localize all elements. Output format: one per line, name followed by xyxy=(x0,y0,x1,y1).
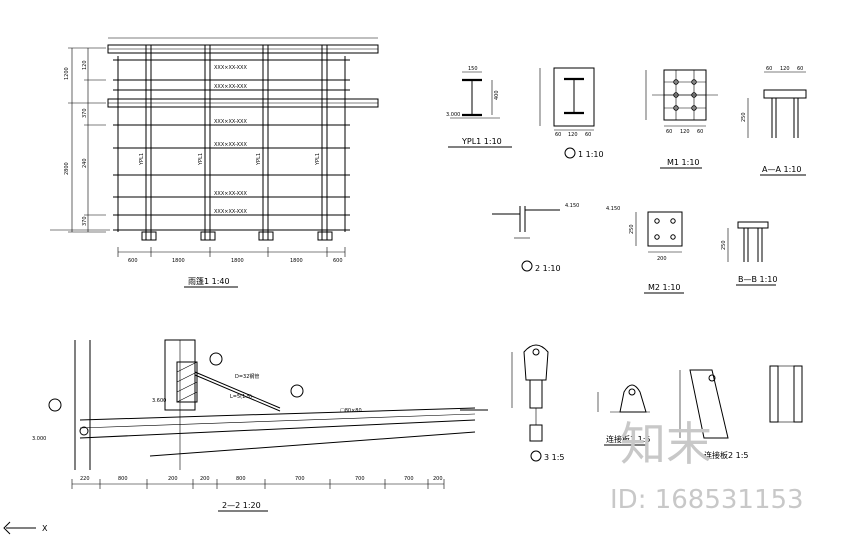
beam-label-2: YPL1 xyxy=(198,153,204,166)
d1-dim-3: 60 xyxy=(585,132,591,138)
detail-3 xyxy=(511,344,549,462)
detail-2 xyxy=(492,206,560,272)
conn-plate-2 xyxy=(679,365,803,439)
aa-section xyxy=(747,71,807,138)
detail-1 xyxy=(539,67,595,159)
purlin-label-4: XXX×XX-XXX xyxy=(214,142,247,148)
sec-dim-4: 200 xyxy=(200,476,210,482)
purlin-label-3: XXX×XX-XXX xyxy=(214,119,247,125)
elev-dim-2: 1800 xyxy=(172,258,185,264)
d2-level: 4.150 xyxy=(565,203,579,209)
m1-dim-1: 60 xyxy=(666,129,672,135)
elev-dim-3: 1800 xyxy=(231,258,244,264)
elev-dim-4: 1800 xyxy=(290,258,303,264)
aa-dim-3: 60 xyxy=(797,66,803,72)
sec-dim-3: 200 xyxy=(168,476,178,482)
axis-marker-icon xyxy=(3,521,36,535)
watermark-brand: 知末 xyxy=(620,417,712,471)
sec-dim-8: 700 xyxy=(404,476,414,482)
elev-side-dim-2: 2800 xyxy=(64,162,70,175)
bb-section xyxy=(727,221,769,262)
aa-dim-2: 120 xyxy=(780,66,790,72)
elev-dim-1: 600 xyxy=(128,258,138,264)
m2-title: M2 1:10 xyxy=(648,283,681,292)
d2-title: 2 1:10 xyxy=(535,264,561,273)
beam-label-1: YPL1 xyxy=(139,153,145,166)
elev-sub-2: 370 xyxy=(82,108,88,118)
det5-title: 连接板2 1:5 xyxy=(704,450,749,460)
ypl1-level: 3.000 xyxy=(446,112,460,118)
beam-label-4: YPL1 xyxy=(315,153,321,166)
sec-note-2: L=5(1.5) xyxy=(230,394,252,400)
conn-plate-1 xyxy=(597,384,650,413)
m1-dim-3: 60 xyxy=(697,129,703,135)
d1-dim-1: 60 xyxy=(555,132,561,138)
sec-note-3: □80×80 xyxy=(340,408,362,414)
sec-level-2: 3.600 xyxy=(152,398,166,404)
sec-level-1: 3.000 xyxy=(32,436,46,442)
ypl1-section xyxy=(450,71,500,119)
m1-plate xyxy=(645,69,718,127)
sec-dim-7: 700 xyxy=(355,476,365,482)
ypl1-dim-w: 150 xyxy=(468,66,478,72)
beam-label-3: YPL1 xyxy=(256,153,262,166)
ypl1-dim-h: 400 xyxy=(494,90,500,100)
aa-dim-1: 60 xyxy=(766,66,772,72)
sec-dim-1: 220 xyxy=(80,476,90,482)
elev-sub-3: 240 xyxy=(82,158,88,168)
sec-note-1: D=32钢管 xyxy=(235,373,259,380)
elev-sub-1: 120 xyxy=(82,60,88,70)
purlin-label-1: XXX×XX-XXX xyxy=(214,65,247,71)
sec-dim-5: 800 xyxy=(236,476,246,482)
m1-title: M1 1:10 xyxy=(667,158,700,167)
m2-level: 4.150 xyxy=(606,206,620,212)
m2-dim-w: 200 xyxy=(657,256,667,262)
purlin-label-2: XXX×XX-XXX xyxy=(214,84,247,90)
elevation-title: 雨篷1 1:40 xyxy=(188,276,230,286)
bb-title: B—B 1:10 xyxy=(738,275,777,284)
aa-dim-4: 250 xyxy=(741,112,747,122)
d1-dim-2: 120 xyxy=(568,132,578,138)
sec-dim-6: 700 xyxy=(295,476,305,482)
ypl1-title: YPL1 1:10 xyxy=(461,137,502,146)
m2-plate xyxy=(635,211,683,253)
elev-dim-5: 600 xyxy=(333,258,343,264)
purlin-label-6: XXX×XX-XXX xyxy=(214,209,247,215)
sec-dim-9: 200 xyxy=(433,476,443,482)
watermark-id: ID: 168531153 xyxy=(610,485,804,515)
bb-dim: 250 xyxy=(721,240,727,250)
d1-title: 1 1:10 xyxy=(578,150,604,159)
sec-dim-2: 800 xyxy=(118,476,128,482)
m2-dim-h: 250 xyxy=(629,224,635,234)
section-2-2 xyxy=(48,339,488,489)
det4-title: 连接板1 1:5 xyxy=(606,434,651,444)
section22-title: 2—2 1:20 xyxy=(222,501,261,510)
axis-label: X xyxy=(42,524,48,533)
purlin-label-5: XXX×XX-XXX xyxy=(214,191,247,197)
elev-sub-4: 370 xyxy=(82,216,88,226)
elev-side-dim-1: 1200 xyxy=(64,67,70,80)
elevation-view xyxy=(50,37,379,257)
d3-title: 3 1:5 xyxy=(544,453,565,462)
aa-title: A—A 1:10 xyxy=(762,165,801,174)
m1-dim-2: 120 xyxy=(680,129,690,135)
